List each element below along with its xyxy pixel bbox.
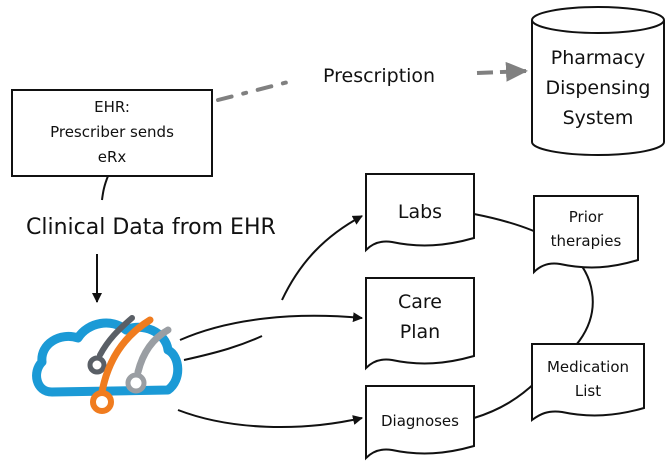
ehr-line-2: Prescriber sends [50,123,174,141]
ehr-line-3: eRx [98,148,127,166]
care-plan-line-2: Plan [400,321,440,343]
clinical-data-label: Clinical Data from EHR [26,215,276,240]
ehr-box: EHR: Prescriber sends eRx [11,89,213,177]
labs-document: Labs [365,173,475,253]
prior-therapies-line-2: therapies [551,232,622,250]
labs-label: Labs [398,201,442,223]
care-plan-line-1: Care [398,291,442,313]
pharmacy-dispensing-system: Pharmacy Dispensing System [531,6,665,156]
arrow-to-diagnoses [177,409,363,429]
prescription-arrow [476,61,528,82]
prior-therapies-document: Prior therapies [533,195,639,275]
diagnoses-document: Diagnoses [365,385,475,461]
medication-list-line-2: List [575,382,601,400]
cloud-gauge-logo-icon [32,315,183,414]
medication-list-line-1: Medication [547,358,629,376]
prior-therapies-line-1: Prior [569,208,604,226]
ehr-line-1: EHR: [94,98,130,116]
ehr-connector-curve [101,175,109,201]
prescription-dashed-line [216,78,298,102]
pharmacy-line-2: Dispensing [546,77,651,99]
prescription-label: Prescription [323,65,435,87]
diagnoses-label: Diagnoses [381,412,459,430]
arrow-to-care-plan [179,312,363,341]
medication-list-document: Medication List [531,343,645,422]
arrow-to-care-plan-secondary [183,335,263,361]
arrow-to-labs [281,215,363,301]
pharmacy-line-1: Pharmacy [551,47,645,69]
pharmacy-line-3: System [563,107,634,129]
care-plan-document: Care Plan [365,277,475,371]
